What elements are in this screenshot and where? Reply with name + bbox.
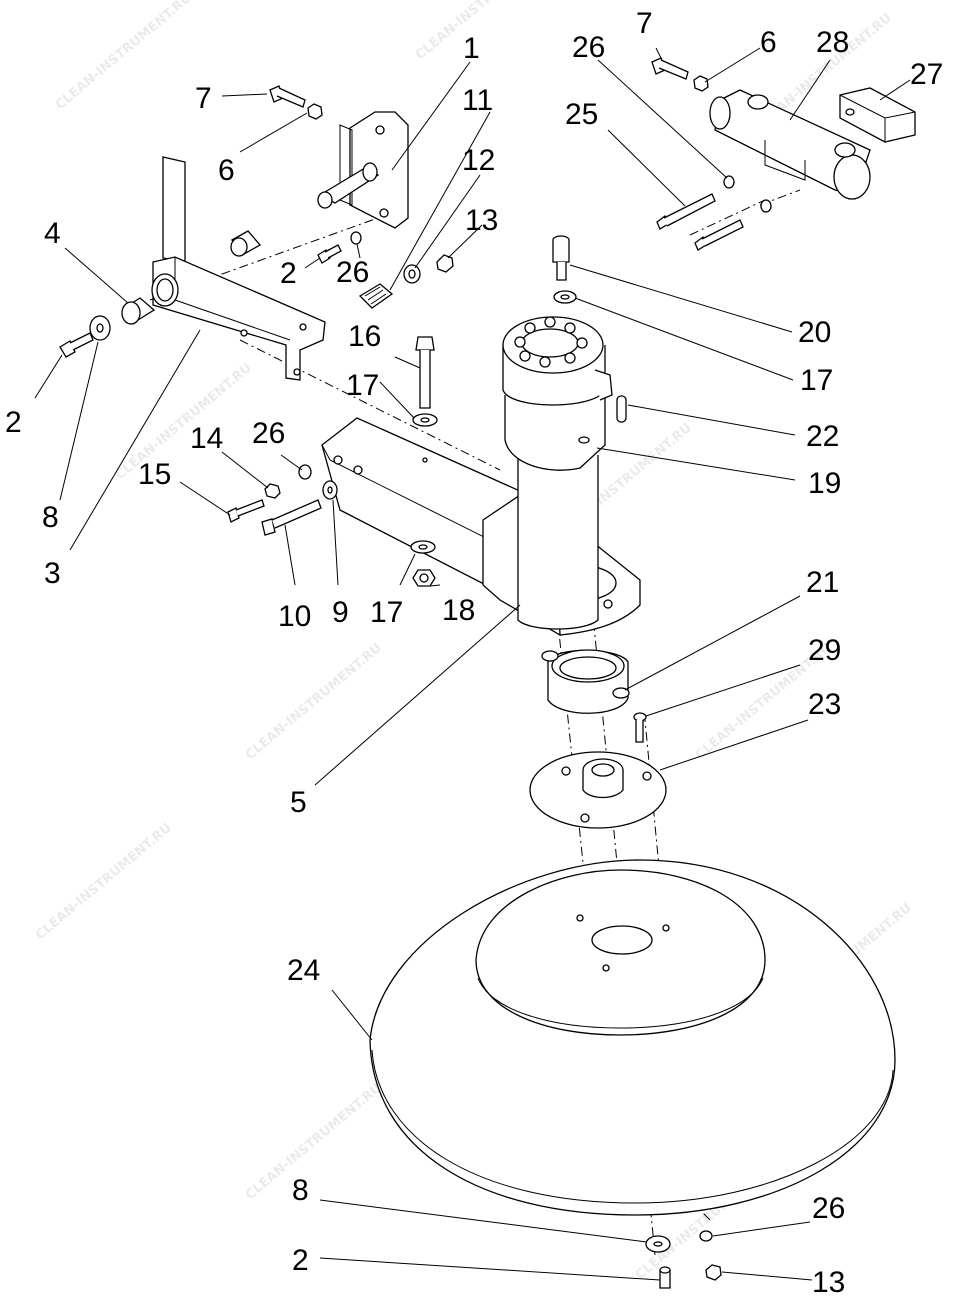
bolt-2-center [317, 244, 342, 264]
cylinder-28 [709, 89, 871, 200]
washer-17-low [410, 540, 436, 554]
label-14: 14 [190, 422, 223, 455]
label-4: 4 [44, 217, 61, 250]
sleeve [230, 230, 262, 257]
label-2: 2 [5, 406, 22, 439]
label-2: 2 [292, 1244, 309, 1277]
label-15: 15 [138, 458, 171, 491]
label-26: 26 [252, 417, 285, 450]
watermark: CLEAN-INSTRUMENT.RU [113, 361, 255, 483]
label-8: 8 [292, 1174, 309, 1207]
screw-20 [552, 235, 570, 281]
label-11: 11 [462, 84, 493, 117]
bolt-15 [227, 499, 265, 523]
hub-plate-23 [529, 751, 667, 829]
bolt-2-left [59, 332, 94, 358]
label-16: 16 [348, 320, 381, 353]
label-3: 3 [44, 557, 61, 590]
watermark: CLEAN-INSTRUMENT.RU [53, 0, 195, 113]
washer-17-mid [412, 413, 438, 427]
key-22 [616, 395, 627, 423]
label-26: 26 [812, 1192, 845, 1225]
label-8: 8 [42, 501, 59, 534]
bolt-29 [633, 712, 647, 743]
washer-12 [403, 264, 421, 284]
block-27 [839, 87, 916, 143]
washer-8-bottom [645, 1235, 671, 1253]
label-12: 12 [462, 144, 495, 177]
label-17: 17 [800, 364, 833, 397]
label-29: 29 [808, 634, 841, 667]
bracket-1 [317, 111, 409, 229]
nut-18 [412, 569, 436, 587]
bolt-7-right [651, 57, 689, 80]
nut-6-right [693, 75, 709, 92]
label-25: 25 [565, 98, 598, 131]
watermark: CLEAN-INSTRUMENT.RU [413, 0, 555, 63]
washer-9 [322, 480, 338, 500]
nut-13-top [436, 254, 454, 273]
washer-8-top [89, 315, 111, 341]
washer-26-right [723, 175, 735, 189]
washer-26-bottom [699, 1230, 713, 1242]
label-13: 13 [465, 204, 498, 237]
label-7: 7 [195, 82, 212, 115]
washer-17-top [553, 290, 577, 304]
label-13: 13 [812, 1266, 845, 1299]
label-1: 1 [463, 32, 480, 65]
washer-26-center [350, 231, 362, 245]
bolt-10 [261, 499, 322, 536]
part-numbers: 1 2 2 2 3 4 5 6 6 7 7 8 8 9 10 11 12 13 … [5, 7, 943, 1299]
label-17: 17 [346, 369, 379, 402]
pin-lower-right [694, 219, 744, 251]
label-26: 26 [572, 31, 605, 64]
label-6: 6 [218, 154, 235, 187]
bushing-4 [121, 297, 156, 325]
watermark: CLEAN-INSTRUMENT.RU [33, 821, 175, 943]
label-19: 19 [808, 467, 841, 500]
label-10: 10 [278, 600, 311, 633]
leader-lines [34, 47, 911, 1281]
bracket-3 [151, 156, 326, 381]
bolt-2-bottom [659, 1266, 671, 1289]
nut-14 [264, 483, 281, 499]
label-20: 20 [798, 316, 831, 349]
label-26: 26 [336, 256, 369, 289]
label-22: 22 [806, 420, 839, 453]
label-23: 23 [808, 688, 841, 721]
washer-26-mid [298, 464, 312, 480]
nut-13-bottom [705, 1264, 722, 1281]
watermark: CLEAN-INSTRUMENT.RU [243, 641, 385, 763]
label-9: 9 [332, 596, 349, 629]
collar-21 [541, 649, 630, 714]
washer-lower-right [760, 199, 772, 213]
label-17: 17 [370, 596, 403, 629]
hydraulic-motor-19 [502, 316, 613, 630]
watermark: CLEAN-INSTRUMENT.RU [243, 1081, 385, 1203]
label-21: 21 [806, 566, 839, 599]
disc-24 [369, 859, 896, 1216]
spring-11 [358, 283, 394, 309]
label-6: 6 [760, 26, 777, 59]
nut-6-left [307, 103, 323, 120]
label-7: 7 [636, 7, 653, 40]
label-5: 5 [290, 786, 307, 819]
label-2: 2 [280, 257, 297, 290]
label-27: 27 [910, 58, 943, 91]
bolt-16 [415, 336, 435, 409]
label-24: 24 [287, 954, 320, 987]
label-28: 28 [816, 26, 849, 59]
label-18: 18 [442, 594, 475, 627]
pin-25 [656, 193, 716, 230]
bolt-7-left [269, 85, 306, 108]
